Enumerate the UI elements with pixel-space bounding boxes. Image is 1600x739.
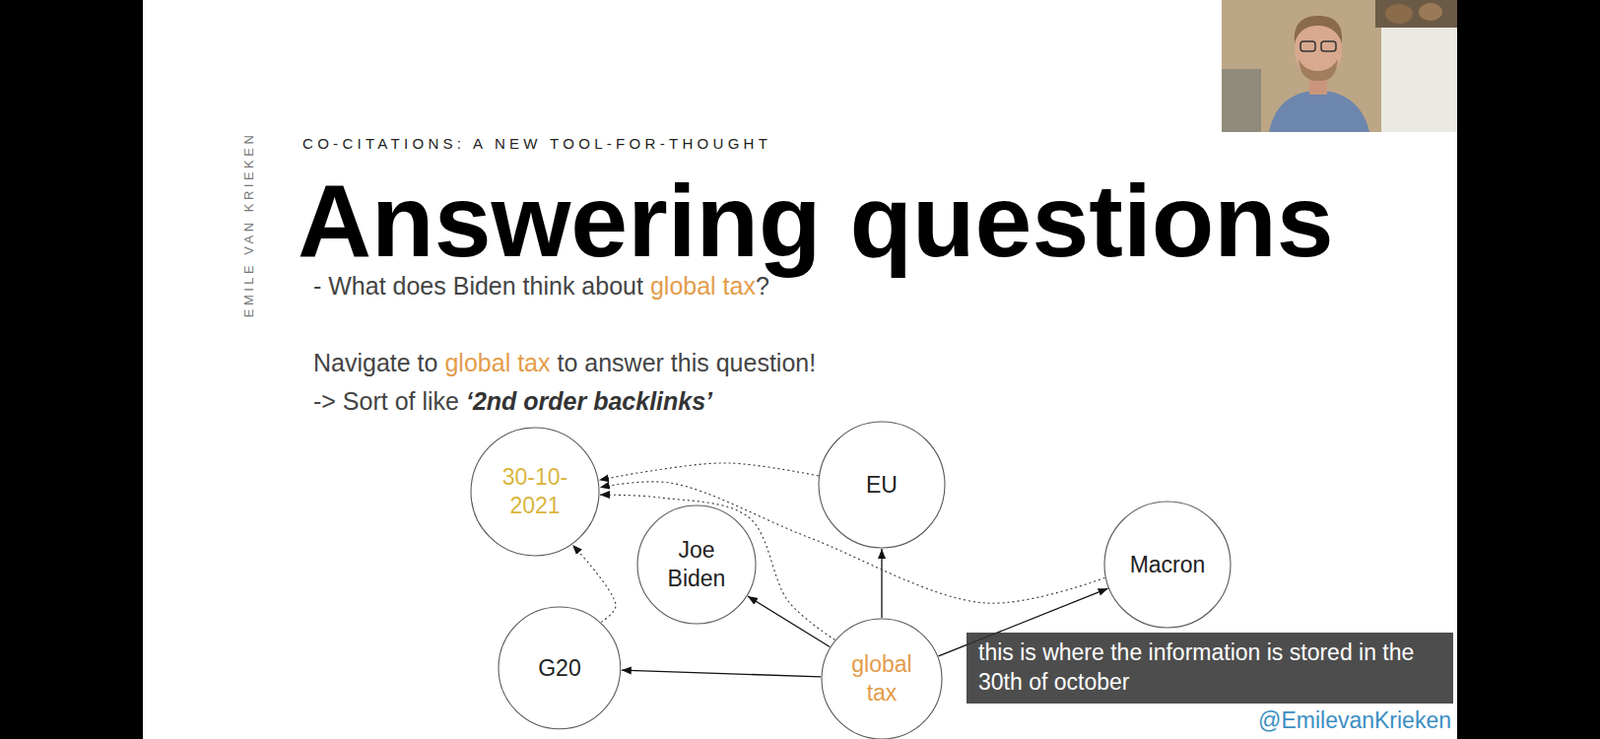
- label-text: @EmilevanKrieken: [1258, 707, 1452, 734]
- webcam-shelf: [1375, 0, 1458, 28]
- webcam-overlay: [1221, 0, 1458, 133]
- circle-outline: [636, 504, 757, 625]
- label-text: ?: [755, 270, 770, 301]
- concept-circle: EU: [817, 420, 946, 549]
- circle-shape: [1104, 501, 1231, 628]
- node-label: 30-10- 2021: [495, 463, 575, 521]
- body-line: - What does Biden think aboutglobal tax?: [313, 270, 770, 301]
- label-text: global tax: [444, 347, 550, 378]
- label-text: global tax: [650, 270, 756, 301]
- webcam-hair: [1294, 15, 1342, 44]
- webcam-basket: [1385, 3, 1413, 24]
- webcam-door: [1381, 27, 1458, 133]
- connector: [621, 669, 821, 677]
- node-label: EU: [827, 470, 936, 500]
- webcam-basket: [1418, 2, 1443, 21]
- label-text: to answer this question!: [557, 347, 817, 378]
- concept-circle: Macron: [1103, 500, 1232, 629]
- concept-circle: Joe Biden: [636, 504, 757, 625]
- circle-shape: [637, 505, 756, 624]
- webcam-furniture: [1221, 68, 1262, 133]
- label-text: - What does Biden think about: [313, 270, 644, 301]
- label-text: ‘2nd order backlinks’: [466, 386, 713, 416]
- twitter-handle: @EmilevanKrieken: [1258, 707, 1452, 734]
- circle-shape: [498, 606, 621, 730]
- webcam-glasses: [1321, 41, 1336, 52]
- connector: [600, 494, 835, 640]
- node-label: Joe Biden: [657, 535, 736, 594]
- concept-circle: global tax: [820, 617, 943, 739]
- concept-circle: 30-10- 2021: [469, 426, 600, 557]
- circle-shape: [821, 618, 942, 739]
- circle-outline: [469, 426, 600, 557]
- kicker-text: CO-CITATIONS: A NEW TOOL-FOR-THOUGHT: [302, 134, 772, 152]
- subtitle-box: this is where the information is stored …: [966, 632, 1454, 704]
- circle-shape: [818, 421, 945, 548]
- webcam-glasses: [1300, 41, 1316, 52]
- connector: [880, 548, 882, 618]
- slide-title: Answering questions: [297, 169, 1334, 272]
- circle-shape: [470, 427, 600, 556]
- circle-outline: [820, 617, 943, 739]
- concept-circle: G20: [497, 605, 622, 731]
- body-line: -> Sort of like‘2nd order backlinks’: [313, 386, 713, 416]
- node-label: global tax: [837, 650, 927, 708]
- node-label: G20: [505, 654, 614, 683]
- connector: [747, 596, 830, 647]
- webcam-beard: [1298, 59, 1338, 81]
- label-text: CO-CITATIONS: A NEW TOOL-FOR-THOUGHT: [302, 134, 772, 152]
- node-label: Macron: [1118, 550, 1217, 580]
- label-text: this is where the information is stored …: [978, 639, 1414, 695]
- label-text: Navigate to: [313, 347, 438, 378]
- body-line: Navigate toglobal taxto answer this ques…: [313, 347, 816, 378]
- label-text: -> Sort of like: [313, 386, 460, 416]
- author-name: EMILE VAN KRIEKEN: [241, 132, 257, 319]
- connector: [599, 463, 819, 480]
- label-text: EMILE VAN KRIEKEN: [241, 132, 257, 319]
- webcam-wall: [1221, 0, 1458, 133]
- webcam-shirt: [1268, 90, 1370, 133]
